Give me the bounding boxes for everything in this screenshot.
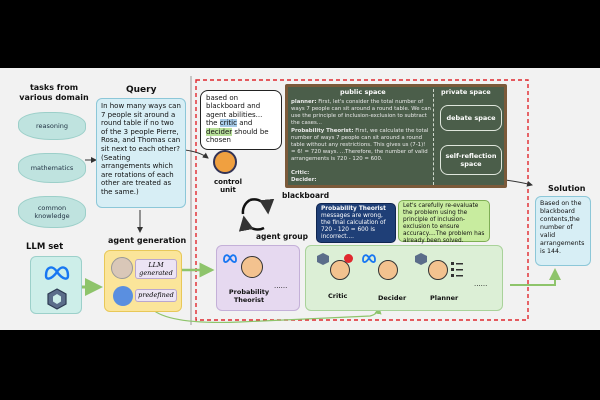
planner-label: planner:	[291, 99, 317, 105]
blackboard-label: blackboard	[282, 191, 330, 200]
task-cloud-reasoning: reasoning	[18, 112, 86, 140]
llm-logo-icon	[47, 288, 67, 310]
llm-generated-label: LLM generated	[139, 261, 173, 277]
control-word-decider: decider	[206, 127, 233, 136]
solution-text: Based on the blackboard contents,the num…	[540, 200, 585, 255]
list-icon	[451, 262, 463, 277]
private-space-title: private space	[441, 88, 491, 96]
debate-space-label: debate space	[446, 114, 496, 122]
decider-message: Let's carefully re-evaluate the problem …	[398, 200, 490, 244]
agents-panel: Critic Decider Planner ......	[305, 245, 503, 311]
critic-entry-label: Critic:	[291, 170, 310, 176]
public-space-title: public space	[340, 88, 386, 96]
agent-label-pt: Probability Theorist	[228, 288, 270, 304]
predefined-label: predefined	[138, 291, 174, 299]
task-cloud-mathematics: mathematics	[18, 153, 86, 183]
task-label-reasoning: reasoning	[35, 122, 69, 130]
pt-dots: ......	[274, 282, 288, 290]
task-label-common-knowledge: common knowledge	[34, 204, 70, 220]
control-bubble-prefix: based on blackboard and agent abilities.…	[206, 94, 263, 119]
person-icon	[113, 286, 133, 306]
llm-set-title: LLM set	[26, 242, 64, 252]
blackboard-divider	[433, 89, 434, 185]
query-to-control-arrow	[184, 149, 209, 159]
query-text: In how many ways can 7 people sit around…	[101, 102, 181, 196]
planner-text: First, let's consider the total number o…	[291, 99, 431, 126]
task-cloud-common-knowledge: common knowledge	[18, 196, 86, 228]
self-reflection-space: self-reflection space	[440, 145, 502, 175]
control-bubble-suffix: should be chosen	[206, 127, 269, 145]
pt-label: Probability Theorist:	[291, 128, 354, 134]
agent-label-planner: Planner	[430, 294, 459, 302]
decider-message-text: Let's carefully re-evaluate the problem …	[403, 203, 485, 244]
agent-avatar-icon	[428, 260, 448, 280]
llm-logo-icon	[415, 253, 427, 265]
task-label-mathematics: mathematics	[30, 164, 74, 172]
query-title: Query	[126, 85, 157, 95]
agent-generation-title: agent generation	[108, 236, 187, 245]
pt-panel: ...... Probability Theorist	[216, 245, 300, 311]
predefined-tag: predefined	[135, 289, 177, 302]
cycle-arrows-icon	[238, 198, 275, 232]
solution-title: Solution	[548, 184, 586, 193]
agent-avatar-icon	[378, 260, 398, 280]
critic-message: Probability Theorist messages are wrong,…	[316, 203, 396, 243]
return-arrow	[149, 306, 382, 323]
pt-text: First, we calculate the total number of …	[291, 128, 429, 162]
blackboard: public space planner: First, let's consi…	[285, 84, 507, 188]
llm-logo-icon	[317, 253, 329, 265]
pt-entry: Probability Theorist: First, we calculat…	[291, 128, 431, 163]
control-word-critic: critic	[219, 119, 237, 128]
control-word-and: and	[239, 119, 253, 128]
tasks-title: tasks from various domain	[19, 83, 89, 102]
meta-icon	[362, 254, 376, 263]
decider-entry-label: Decider:	[291, 177, 317, 183]
llm-generated-tag: LLM generated	[135, 259, 177, 279]
critic-message-label: Probability Theorist	[321, 206, 386, 212]
board-to-solution-arrow	[504, 179, 533, 187]
agent-generation-box: LLM generated predefined	[104, 250, 182, 312]
agents-dots: ......	[474, 280, 488, 288]
query-box: In how many ways can 7 people sit around…	[96, 98, 186, 208]
gear-person-icon	[213, 150, 237, 174]
robot-face-icon	[111, 257, 133, 279]
meta-icon	[44, 266, 70, 280]
llm-set-box	[30, 256, 82, 314]
agent-label-decider: Decider	[378, 294, 407, 302]
meta-icon	[223, 254, 237, 263]
system-frame	[195, 79, 529, 321]
control-bubble: based on blackboard and agent abilities.…	[200, 90, 282, 150]
planner-entry: planner: First, let's consider the total…	[291, 99, 431, 127]
agent-label-critic: Critic	[328, 292, 348, 300]
alert-icon	[344, 254, 353, 263]
agent-avatar-icon	[330, 260, 350, 280]
control-unit-label: control unit	[214, 178, 242, 194]
critic-message-text: messages are wrong, the final calculatio…	[321, 213, 386, 240]
agent-group-label: agent group	[256, 232, 308, 241]
self-reflection-label: self-reflection space	[445, 152, 497, 168]
solution-box: Based on the blackboard contents,the num…	[535, 196, 591, 266]
control-word-the: the	[206, 119, 218, 128]
debate-space: debate space	[440, 105, 502, 131]
group-to-solution-arrow	[510, 268, 561, 286]
agent-avatar-icon	[241, 256, 263, 278]
